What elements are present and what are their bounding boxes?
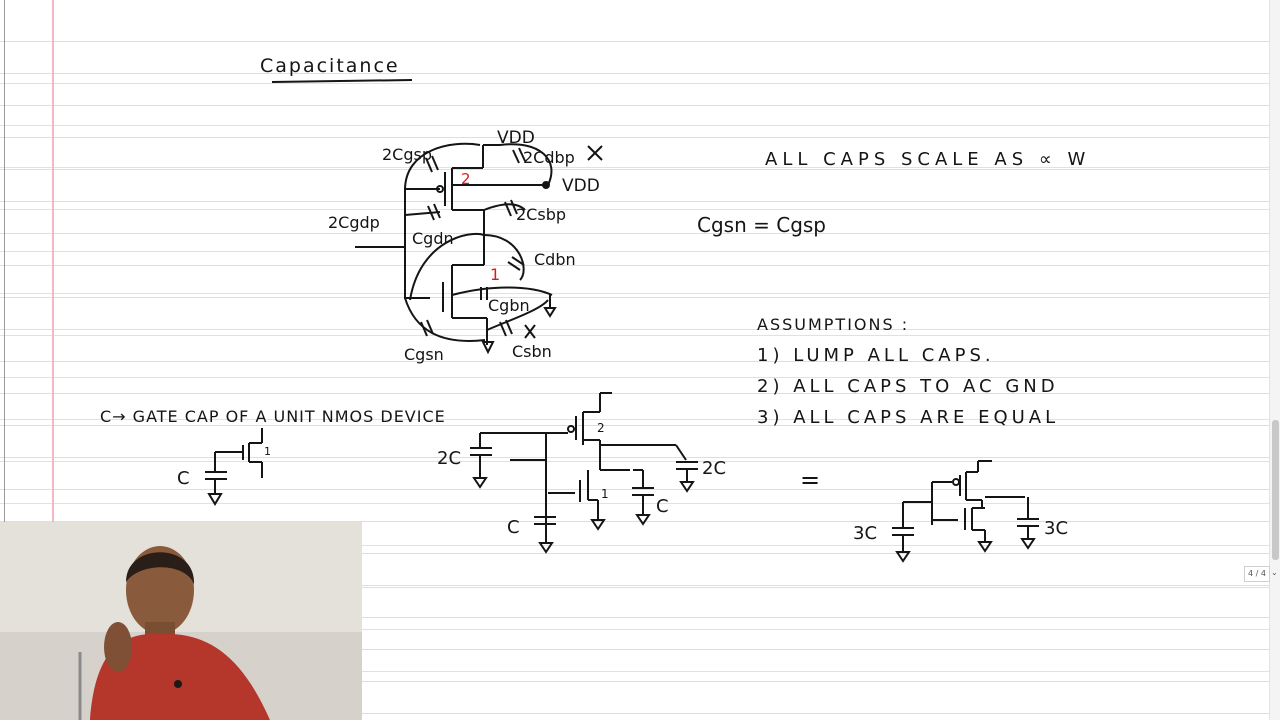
- vertical-scrollbar[interactable]: [1269, 0, 1280, 720]
- equivalent-circuit: [892, 460, 1039, 563]
- assumptions-heading: ASSUMPTIONS :: [757, 315, 909, 334]
- equiv-cap-label-right: 3C: [1044, 518, 1068, 539]
- schematic-labels: VDD 2Cgsp 2Cdbp 2Cgdp 2Csbp Cgdn 2 VDD C…: [328, 128, 600, 364]
- page-indicator: 4 / 4: [1244, 566, 1270, 582]
- equiv-cap-label-left: 3C: [853, 523, 877, 544]
- simplified-circuit: [470, 392, 698, 554]
- mid-nmos-size: 1: [601, 487, 609, 501]
- assumption-item: 3) ALL CAPS ARE EQUAL: [757, 407, 1059, 428]
- assumption-item: 2) ALL CAPS TO AC GND: [757, 376, 1059, 397]
- pmos-size-label: 2: [461, 170, 471, 188]
- mid-cap-label-c: C: [656, 496, 669, 517]
- chevron-down-icon[interactable]: ⌄: [1271, 568, 1278, 577]
- cap-label-cdbn: Cdbn: [534, 250, 576, 269]
- cap-label-2csbp: 2Csbp: [516, 205, 566, 224]
- page-title: Capacitance: [260, 55, 400, 77]
- vdd-label: VDD: [562, 176, 600, 196]
- assumption-item: 1) LUMP ALL CAPS.: [757, 345, 995, 366]
- unit-cap-label: C: [177, 468, 190, 489]
- mid-cap-label-2c: 2C: [437, 448, 461, 469]
- mid-cap-label-2c-right: 2C: [702, 458, 726, 479]
- equality-note: Cgsn = Cgsp: [697, 213, 826, 237]
- cap-label-2cgdp: 2Cgdp: [328, 213, 380, 232]
- cap-label-2cgsp: 2Cgsp: [382, 145, 432, 164]
- presenter-video: [0, 522, 362, 720]
- presenter-icon: [0, 522, 362, 720]
- vdd-label: VDD: [497, 128, 535, 148]
- inverter-cap-schematic: [355, 142, 603, 355]
- scale-statement: ALL CAPS SCALE AS ∝ W: [765, 149, 1090, 170]
- scrollbar-thumb[interactable]: [1272, 420, 1279, 560]
- cap-label-cgsn: Cgsn: [404, 345, 444, 364]
- mid-pmos-size: 2: [597, 421, 605, 435]
- cap-label-cgbn: Cgbn: [488, 296, 530, 315]
- cap-label-csbn: Csbn: [512, 342, 552, 361]
- page-border: [4, 0, 5, 720]
- mid-cap-label-c-left: C: [507, 517, 520, 538]
- cap-label-cgdn: Cgdn: [412, 229, 454, 248]
- margin-line: [52, 0, 54, 720]
- unit-size-label: 1: [264, 445, 271, 458]
- unit-nmos-sketch: [205, 428, 263, 506]
- title-underline: [271, 79, 413, 83]
- c-definition: C→ GATE CAP OF A UNIT NMOS DEVICE: [100, 407, 446, 426]
- nmos-size-label: 1: [490, 265, 500, 284]
- equals-sign: =: [800, 466, 820, 494]
- cap-label-2cdbp: 2Cdbp: [523, 148, 575, 167]
